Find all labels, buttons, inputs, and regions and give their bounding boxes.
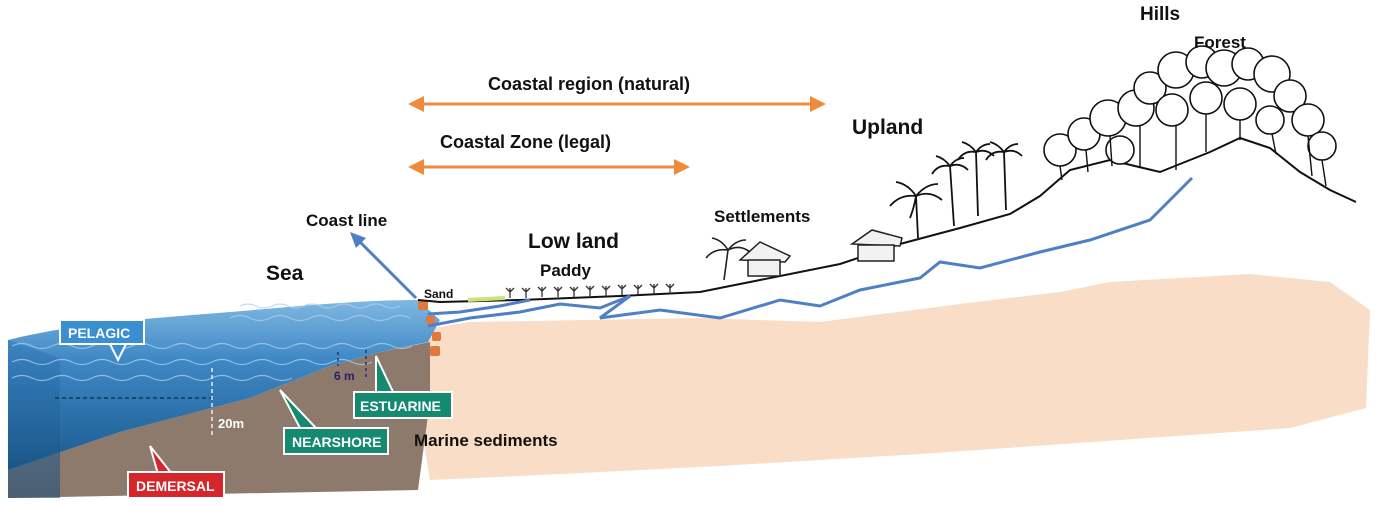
pelagic-label: PELAGIC <box>68 325 130 341</box>
settlement-palms <box>705 237 751 281</box>
lowland-label: Low land <box>528 230 619 253</box>
pelagic-callout: PELAGIC <box>59 319 145 363</box>
sand-strip <box>467 296 506 302</box>
river-branch <box>427 298 531 316</box>
coastal-region-arrow <box>408 96 826 112</box>
coast-line-label: Coast line <box>306 211 387 230</box>
coastal-zone-arrow <box>408 159 690 175</box>
seabed <box>8 342 430 498</box>
forest-label: Forest <box>1194 33 1246 52</box>
hills-label: Hills <box>1140 4 1180 25</box>
depth-20m-label: 20m <box>218 416 244 431</box>
coast-line-pointer <box>350 232 418 300</box>
estuarine-callout: ESTUARINE <box>353 355 453 419</box>
sand-label: Sand <box>424 287 453 301</box>
coastal-region-label: Coastal region (natural) <box>488 74 690 94</box>
upland-label: Upland <box>852 116 923 139</box>
estuary-rocks <box>418 300 441 356</box>
estuarine-label: ESTUARINE <box>360 398 441 414</box>
forest-trunks <box>1059 114 1327 187</box>
paddy-plants <box>505 283 675 298</box>
paddy-label: Paddy <box>540 261 592 280</box>
nearshore-label: NEARSHORE <box>292 434 381 450</box>
demersal-callout: DEMERSAL <box>127 445 225 499</box>
depth-6m-label: 6 m <box>334 369 355 383</box>
sea-front-face <box>8 340 60 498</box>
settlement-huts <box>738 229 903 277</box>
sea-label: Sea <box>266 262 304 285</box>
coastal-zone-label: Coastal Zone (legal) <box>440 132 611 152</box>
forest-canopy <box>1043 45 1337 167</box>
terrain-outline <box>417 136 1357 304</box>
nearshore-callout: NEARSHORE <box>279 389 389 455</box>
wave-texture <box>11 303 413 382</box>
groundwater-line <box>427 176 1194 328</box>
settlements-label: Settlements <box>714 207 810 226</box>
upland-palms <box>889 141 1023 239</box>
demersal-label: DEMERSAL <box>136 478 215 494</box>
land-body <box>420 274 1370 480</box>
marine-sediments-label: Marine sediments <box>414 431 558 450</box>
